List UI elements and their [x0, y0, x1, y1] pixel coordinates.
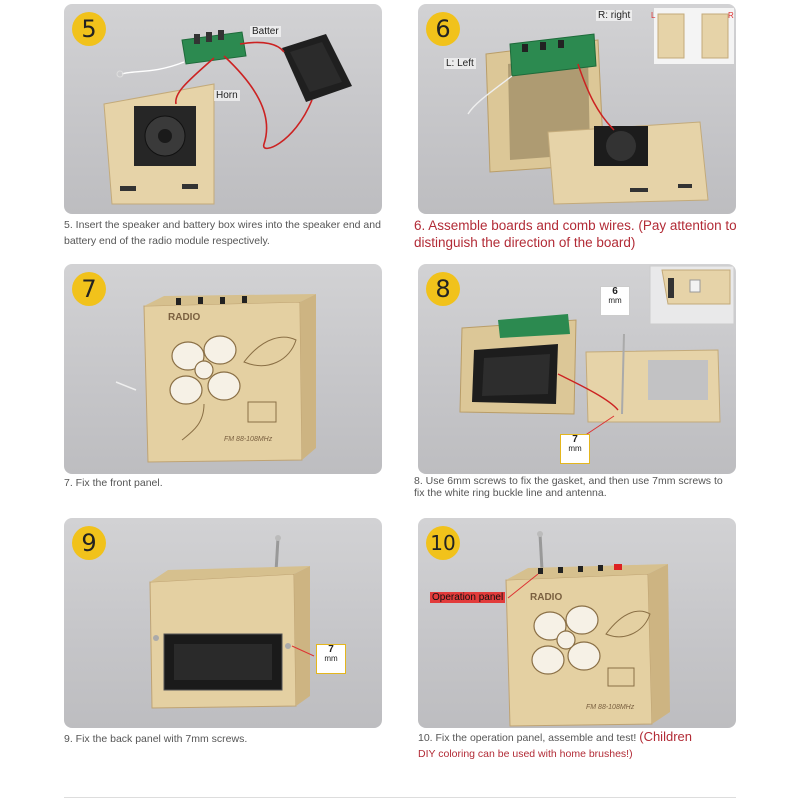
fm-engraving: FM 88-108MHz [586, 704, 635, 711]
step-number-badge: 7 [72, 272, 106, 306]
step-6-photo: 6 R: right L: Left L R [418, 4, 736, 214]
step-10-photo: 10 Operation panel RADIO FM 88-108MHz [418, 518, 736, 728]
screw-7mm-value: 7 [328, 644, 334, 655]
step-6-caption: 6. Assemble boards and comb wires. (Pay … [414, 218, 737, 250]
finished-radio-illustration [505, 531, 670, 727]
screw-7mm-unit: mm [568, 444, 582, 453]
step-9-photo: 9 7 mm [64, 518, 382, 728]
step-8-photo: 8 6 mm 7 mm [418, 264, 736, 474]
step-10-caption-note-end: DIY coloring can be used with home brush… [418, 748, 633, 760]
battery-label: Batter [250, 26, 281, 37]
screw-7mm-value: 7 [572, 434, 578, 445]
screw-7mm-badge: 7 mm [560, 434, 590, 464]
operation-panel-label: Operation panel [430, 592, 506, 603]
thumb-left-label: L [651, 11, 656, 20]
screw-antenna-illustration [459, 265, 735, 441]
left-label: L: Left [444, 58, 476, 69]
step-10-caption-note-start: (Children [639, 729, 692, 744]
screw-6mm-unit: mm [608, 296, 622, 305]
step-5-photo: 5 Batter Horn [64, 4, 382, 214]
screw-6mm-badge: 6 mm [600, 286, 630, 316]
thumb-right-label: R [728, 11, 734, 20]
right-label: R: right [596, 10, 633, 21]
step-10-caption-main: 10. Fix the operation panel, assemble an… [418, 732, 637, 744]
speaker-battery-illustration [103, 30, 352, 205]
step-number-badge: 8 [426, 272, 460, 306]
step-10-caption: 10. Fix the operation panel, assemble an… [418, 729, 748, 762]
bottom-divider [64, 797, 736, 798]
board-assembly-illustration [467, 8, 734, 205]
step-9-caption: 9. Fix the back panel with 7mm screws. [64, 733, 248, 745]
screw-6mm-value: 6 [612, 286, 618, 297]
step-7-caption: 7. Fix the front panel. [64, 477, 163, 489]
step-7-photo: 7 RADIO FM 88-108MHz [64, 264, 382, 474]
step-8-caption: 8. Use 6mm screws to fix the gasket, and… [414, 475, 723, 499]
horn-label: Horn [214, 90, 240, 101]
step-number-badge: 10 [426, 526, 460, 560]
screw-7mm-badge: 7 mm [316, 644, 346, 674]
step-number-badge: 6 [426, 12, 460, 46]
radio-engraving: RADIO [168, 312, 201, 323]
radio-engraving: RADIO [530, 592, 563, 603]
screw-7mm-unit: mm [324, 654, 338, 663]
step-5-caption: 5. Insert the speaker and battery box wi… [64, 219, 381, 247]
back-panel-illustration [149, 535, 315, 709]
front-panel-illustration [115, 294, 316, 463]
step-number-badge: 9 [72, 526, 106, 560]
step-number-badge: 5 [72, 12, 106, 46]
fm-engraving: FM 88-108MHz [224, 436, 273, 443]
